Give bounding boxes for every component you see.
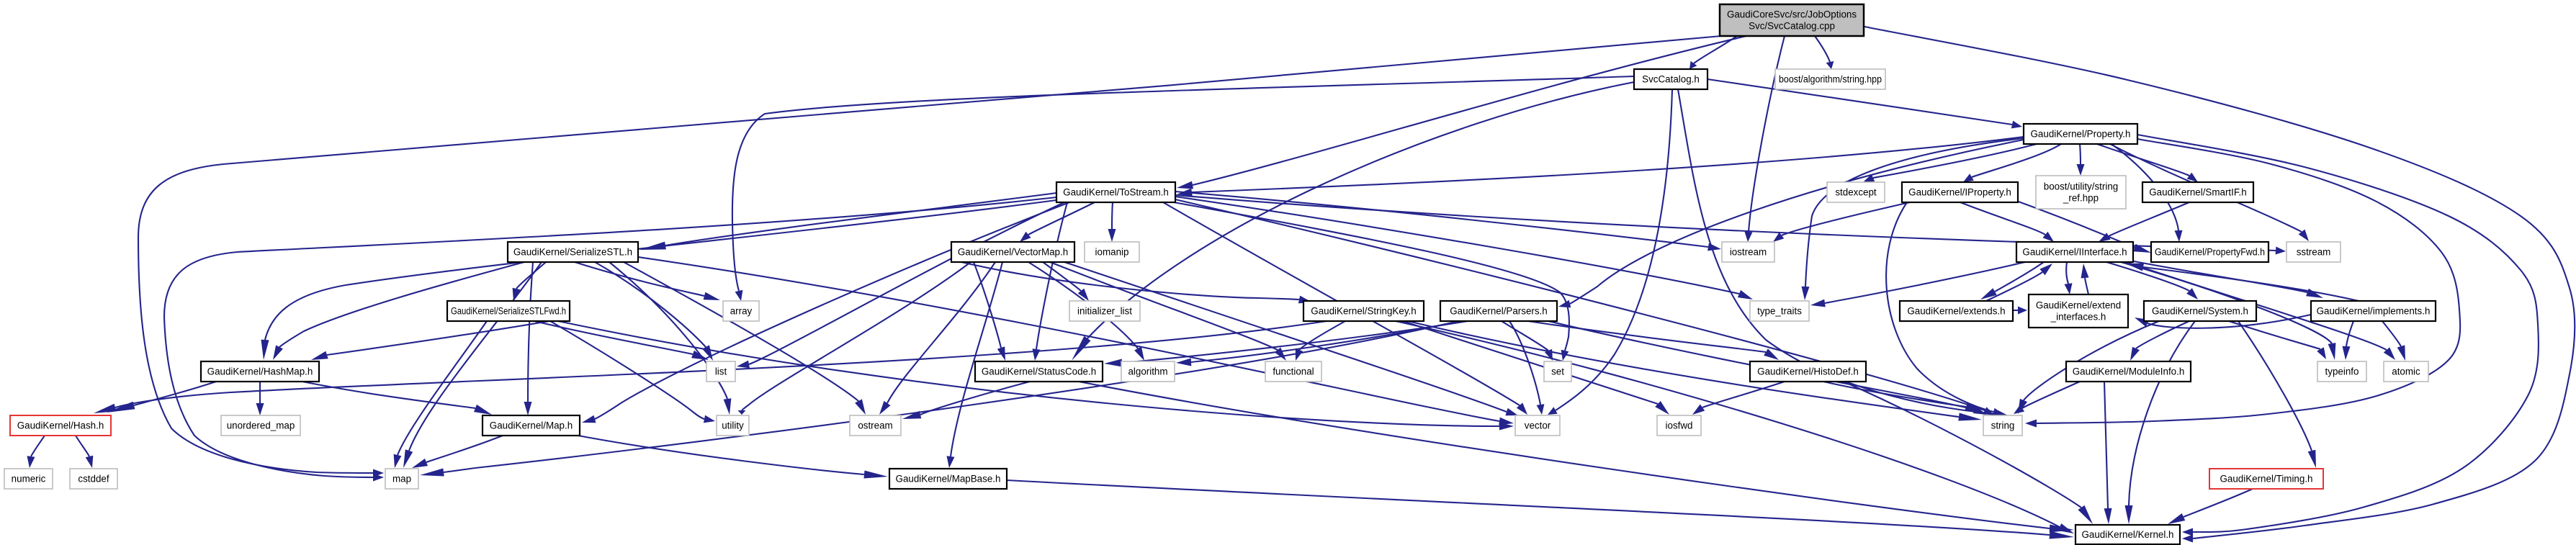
- svg-text:GaudiKernel/VectorMap.h: GaudiKernel/VectorMap.h: [958, 247, 1068, 258]
- svg-text:GaudiKernel/ToStream.h: GaudiKernel/ToStream.h: [1063, 187, 1169, 198]
- svg-text:GaudiCoreSvc/src/JobOptions: GaudiCoreSvc/src/JobOptions: [1727, 9, 1857, 20]
- svg-text:GaudiKernel/PropertyFwd.h: GaudiKernel/PropertyFwd.h: [2155, 247, 2265, 258]
- svg-text:stdexcept: stdexcept: [1835, 187, 1877, 198]
- svg-text:GaudiKernel/IProperty.h: GaudiKernel/IProperty.h: [1908, 187, 2011, 198]
- svg-text:Svc/SvcCatalog.cpp: Svc/SvcCatalog.cpp: [1749, 21, 1835, 32]
- svg-text:GaudiKernel/MapBase.h: GaudiKernel/MapBase.h: [896, 474, 1001, 485]
- svg-text:GaudiKernel/implements.h: GaudiKernel/implements.h: [2317, 306, 2431, 317]
- svg-text:vector: vector: [1525, 420, 1551, 431]
- svg-text:_interfaces.h: _interfaces.h: [2050, 312, 2106, 323]
- svg-text:set: set: [1551, 366, 1564, 377]
- svg-text:SvcCatalog.h: SvcCatalog.h: [1642, 74, 1700, 85]
- svg-text:GaudiKernel/StringKey.h: GaudiKernel/StringKey.h: [1311, 306, 1416, 317]
- svg-text:GaudiKernel/SmartIF.h: GaudiKernel/SmartIF.h: [2149, 187, 2246, 198]
- svg-text:GaudiKernel/Property.h: GaudiKernel/Property.h: [2031, 129, 2131, 140]
- svg-text:GaudiKernel/Timing.h: GaudiKernel/Timing.h: [2220, 474, 2312, 485]
- svg-text:ostream: ostream: [858, 420, 892, 431]
- svg-text:initializer_list: initializer_list: [1077, 306, 1132, 317]
- svg-text:GaudiKernel/extend: GaudiKernel/extend: [2036, 300, 2121, 311]
- svg-text:functional: functional: [1273, 366, 1314, 377]
- svg-text:type_traits: type_traits: [1757, 306, 1802, 317]
- svg-text:boost/algorithm/string.hpp: boost/algorithm/string.hpp: [1779, 74, 1882, 85]
- svg-text:GaudiKernel/Kernel.h: GaudiKernel/Kernel.h: [2081, 529, 2173, 540]
- svg-text:iomanip: iomanip: [1095, 247, 1129, 258]
- svg-text:GaudiKernel/IInterface.h: GaudiKernel/IInterface.h: [2022, 247, 2127, 258]
- svg-text:map: map: [392, 474, 411, 485]
- svg-text:GaudiKernel/HistoDef.h: GaudiKernel/HistoDef.h: [1757, 366, 1859, 377]
- svg-text:_ref.hpp: _ref.hpp: [2063, 193, 2099, 204]
- svg-text:algorithm: algorithm: [1128, 366, 1167, 377]
- svg-text:boost/utility/string: boost/utility/string: [2044, 181, 2118, 192]
- svg-text:array: array: [730, 306, 753, 317]
- svg-text:sstream: sstream: [2297, 247, 2331, 258]
- svg-text:cstddef: cstddef: [78, 474, 109, 485]
- svg-text:GaudiKernel/extends.h: GaudiKernel/extends.h: [1907, 306, 2005, 317]
- svg-text:numeric: numeric: [12, 474, 46, 485]
- svg-text:GaudiKernel/ModuleInfo.h: GaudiKernel/ModuleInfo.h: [2073, 366, 2185, 377]
- svg-text:string: string: [1991, 420, 2015, 431]
- svg-text:GaudiKernel/SerializeSTLFwd.h: GaudiKernel/SerializeSTLFwd.h: [451, 306, 566, 317]
- svg-text:GaudiKernel/SerializeSTL.h: GaudiKernel/SerializeSTL.h: [513, 247, 632, 258]
- svg-text:GaudiKernel/HashMap.h: GaudiKernel/HashMap.h: [207, 366, 313, 377]
- svg-text:GaudiKernel/Hash.h: GaudiKernel/Hash.h: [17, 420, 104, 431]
- svg-text:iostream: iostream: [1730, 247, 1767, 258]
- svg-text:iosfwd: iosfwd: [1666, 420, 1693, 431]
- svg-text:GaudiKernel/Map.h: GaudiKernel/Map.h: [490, 420, 573, 431]
- svg-text:GaudiKernel/StatusCode.h: GaudiKernel/StatusCode.h: [982, 366, 1096, 377]
- svg-text:GaudiKernel/Parsers.h: GaudiKernel/Parsers.h: [1450, 306, 1547, 317]
- svg-text:atomic: atomic: [2392, 366, 2420, 377]
- svg-text:GaudiKernel/System.h: GaudiKernel/System.h: [2152, 306, 2248, 317]
- svg-text:unordered_map: unordered_map: [227, 420, 295, 431]
- svg-text:utility: utility: [722, 420, 744, 431]
- svg-text:typeinfo: typeinfo: [2325, 366, 2359, 377]
- svg-text:list: list: [715, 366, 727, 377]
